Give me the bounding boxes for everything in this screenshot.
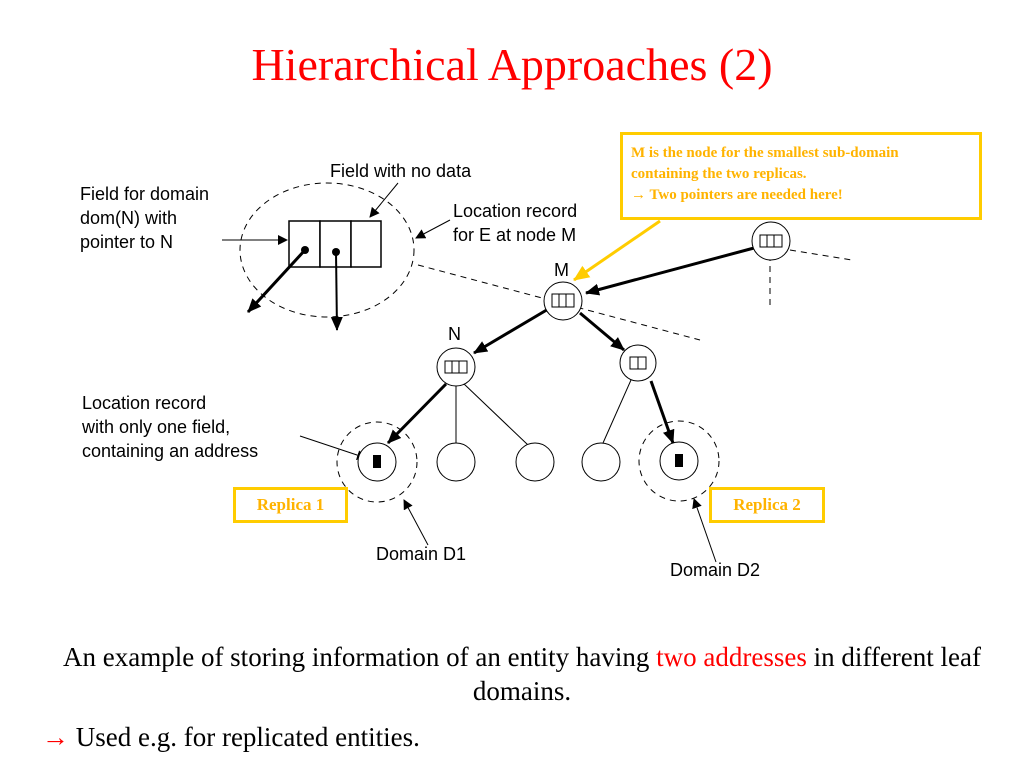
- label-loc-record-1: Location record: [453, 201, 577, 221]
- no-data-arrow: [369, 182, 399, 218]
- record-field-3: [350, 220, 382, 268]
- leaf-3: [515, 442, 555, 482]
- edge-m-n: [473, 306, 551, 355]
- callout-line-1: M is the node for the smallest sub-domai…: [631, 145, 899, 161]
- record-field-1: [288, 220, 321, 268]
- label-one-field-1: Location record: [82, 393, 206, 413]
- node-m-record: [551, 293, 575, 308]
- callout-line-3: Two pointers are needed here!: [649, 187, 843, 203]
- leaf-1-address: [373, 455, 381, 468]
- label-loc-record-2: for E at node M: [453, 225, 576, 245]
- edge-top-m: [585, 246, 755, 296]
- caption: An example of storing information of an …: [20, 640, 1024, 708]
- caption-after: in different leaf domains.: [472, 642, 981, 706]
- edge-right-leaf5: [649, 380, 675, 444]
- callout-line-3-row: → Two pointers are needed here!: [631, 185, 971, 206]
- bullet-arrow-icon: →: [42, 722, 69, 752]
- label-one-field-2: with only one field,: [81, 417, 230, 437]
- leaf-4: [581, 442, 621, 482]
- edge-m-right: [579, 311, 625, 352]
- label-node-n: N: [448, 324, 461, 344]
- label-domain-d1: Domain D1: [376, 544, 466, 564]
- loc-record-arrow: [415, 219, 451, 239]
- node-top-record: [759, 234, 783, 248]
- callout-line-2: containing the two replicas.: [631, 166, 807, 182]
- caption-before: An example of storing information of an …: [62, 642, 657, 672]
- callout-box: M is the node for the smallest sub-domai…: [620, 132, 982, 220]
- replica-1-label: Replica 1: [233, 487, 348, 523]
- leaf-5-address: [675, 454, 683, 467]
- label-field-no-data: Field with no data: [330, 161, 472, 181]
- label-domain-d2: Domain D2: [670, 560, 760, 580]
- leaf-2: [436, 442, 476, 482]
- pointer-arrow-1: [246, 248, 307, 314]
- callout-arrow-glyph: →: [631, 187, 646, 203]
- label-one-field-3: containing an address: [82, 441, 258, 461]
- domain-boundary-top: [789, 249, 853, 261]
- domain-d2-arrow: [692, 498, 717, 563]
- domain-d2-circle: [638, 420, 720, 502]
- edge-n-leaf1: [386, 382, 448, 445]
- bullet-point: → Used e.g. for replicated entities.: [42, 722, 420, 753]
- page-title: Hierarchical Approaches (2): [251, 39, 773, 90]
- one-field-arrow: [299, 435, 367, 460]
- label-field-domain-1: Field for domain: [80, 184, 209, 204]
- caption-highlight: two addresses: [656, 642, 807, 672]
- replica-2-label: Replica 2: [709, 487, 825, 523]
- magnified-record-ellipse: [239, 182, 415, 318]
- node-n-record: [444, 360, 468, 374]
- domain-d1-arrow: [403, 499, 429, 546]
- edge-n-leaf3: [462, 382, 529, 446]
- pointer-arrow-2: [330, 251, 343, 331]
- label-node-m: M: [554, 260, 569, 280]
- edge-right-leaf4: [602, 379, 632, 444]
- bullet-text: Used e.g. for replicated entities.: [75, 722, 420, 752]
- label-field-domain-3: pointer to N: [80, 232, 173, 252]
- callout-arrow: [573, 219, 661, 282]
- label-field-domain-2: dom(N) with: [80, 208, 177, 228]
- domain-d1-circle: [336, 421, 418, 503]
